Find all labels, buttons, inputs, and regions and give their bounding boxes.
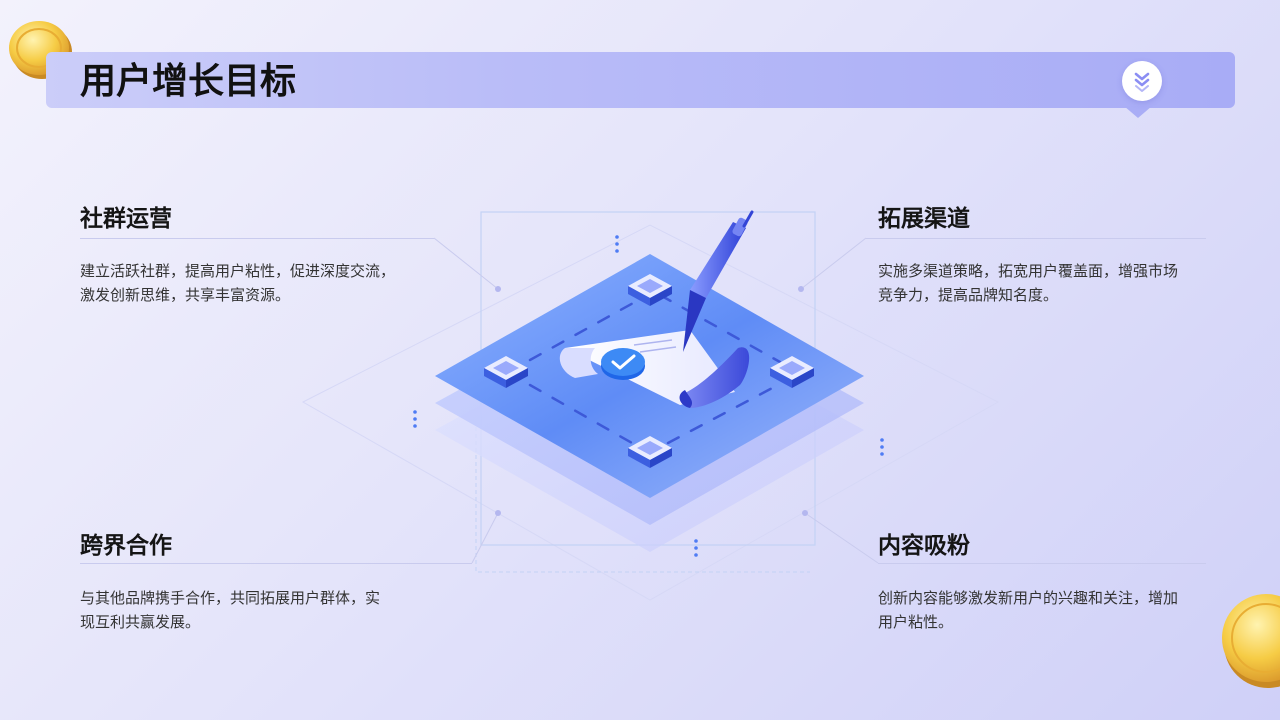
- section-title-community: 社群运营: [80, 206, 172, 232]
- section-text-crossover: 与其他品牌携手合作，共同拓展用户群体，实现互利共赢发展。: [80, 589, 381, 631]
- divider: [80, 238, 434, 239]
- divider: [866, 238, 1206, 239]
- divider: [80, 563, 472, 564]
- section-title-channels: 拓展渠道: [878, 206, 970, 232]
- node-top: [628, 274, 672, 306]
- section-text-channels: 实施多渠道策略，拓宽用户覆盖面，增强市场竞争力，提高品牌知名度。: [878, 262, 1179, 304]
- title-bar: [46, 52, 1235, 108]
- isometric-platform-document-pen-icon: [301, 210, 1000, 601]
- section-text-content: 创新内容能够激发新用户的兴趣和关注，增加用户粘性。: [878, 589, 1179, 631]
- node-bottom: [628, 436, 672, 468]
- node-right: [770, 356, 814, 388]
- section-title-content: 内容吸粉: [878, 533, 970, 559]
- gold-coin-icon: [1222, 594, 1280, 688]
- chevron-double-down-icon: [1134, 72, 1150, 92]
- section-text-community: 建立活跃社群，提高用户粘性，促进深度交流，激发创新思维，共享丰富资源。: [80, 262, 396, 304]
- scroll-down-button[interactable]: [1122, 61, 1162, 101]
- title-bar-pointer: [1124, 106, 1152, 118]
- divider: [878, 563, 1206, 564]
- section-title-crossover: 跨界合作: [80, 533, 172, 559]
- node-left: [484, 356, 528, 388]
- page-title: 用户增长目标: [80, 61, 297, 102]
